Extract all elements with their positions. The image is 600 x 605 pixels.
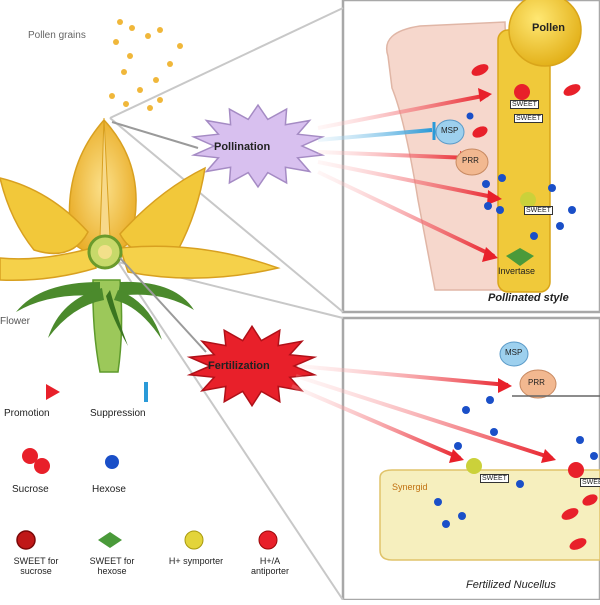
legend — [0, 382, 278, 550]
petal — [0, 247, 97, 281]
ovule — [98, 245, 112, 259]
fertilized-nucellus-label: Fertilized Nucellus — [466, 579, 556, 591]
sepal-leaf — [114, 290, 162, 340]
sweet-tag-label: SWEET — [510, 100, 539, 109]
synergid-label: Synergid — [392, 482, 428, 492]
sepal-leaf — [48, 288, 104, 338]
msp-bottom-label: MSP — [505, 348, 523, 357]
legend-sucrose-label: Sucrose — [12, 484, 49, 495]
msp-top-label: MSP — [441, 126, 459, 135]
hexose-icon — [105, 455, 119, 469]
fertilization-label: Fertilization — [208, 360, 270, 372]
legend-h-symporter-label: H+ symporter — [168, 556, 224, 566]
h-antiporter-icon — [258, 530, 278, 550]
nucellus-cell — [379, 469, 600, 561]
connector-line — [119, 257, 207, 353]
zoom-line — [109, 117, 344, 313]
legend-h-antiporter-label: H+/A antiporter — [250, 556, 290, 576]
legend-sweet-hexose-label: SWEET for hexose — [89, 556, 135, 576]
pollinated-style-label: Pollinated style — [488, 292, 569, 304]
flower-stem — [92, 279, 123, 373]
sweet-tag-label: SWEET — [524, 206, 553, 215]
petal — [0, 177, 89, 255]
petal — [118, 245, 281, 279]
sepal-leaf — [16, 282, 100, 312]
sepal-leaf — [106, 290, 128, 346]
sweet-tag-label: SWEET — [480, 474, 509, 483]
legend-suppression-label: Suppression — [90, 408, 146, 419]
pollination-label: Pollination — [214, 141, 271, 153]
sweet-hexose-icon — [98, 532, 122, 548]
legend-sweet-sucrose-label: SWEET for sucrose — [13, 556, 59, 576]
pollination-burst — [190, 103, 326, 189]
sucrose-icon — [22, 448, 50, 474]
legend-promotion-label: Promotion — [4, 408, 50, 419]
flower-part-label: Flower — [0, 316, 31, 327]
nucellus-molecules — [434, 341, 600, 550]
zoom-line — [117, 261, 344, 601]
prr-top-label: PRR — [462, 156, 479, 165]
pollen-grain-specks — [109, 19, 183, 111]
invertase-label: Invertase — [498, 266, 536, 276]
sweet-tag-label: SWEET — [514, 114, 543, 123]
pollen-label: Pollen — [532, 22, 566, 34]
sweet-sucrose-icon — [16, 530, 36, 550]
legend-hexose-label: Hexose — [92, 484, 126, 495]
prr-bottom-label: PRR — [528, 378, 545, 387]
zoom-line — [109, 7, 344, 119]
pollen-grains-label: Pollen grains — [28, 30, 86, 41]
h-symporter-icon — [184, 530, 204, 550]
promotion-arrowhead-icon — [46, 384, 60, 400]
fertilization-burst — [186, 324, 318, 408]
connector-line — [111, 121, 199, 149]
style-molecules — [435, 64, 581, 266]
sweet-tag-label: SWEET — [580, 478, 600, 487]
fertilization-arrows — [291, 364, 556, 463]
pollen-grain-large — [508, 0, 582, 67]
